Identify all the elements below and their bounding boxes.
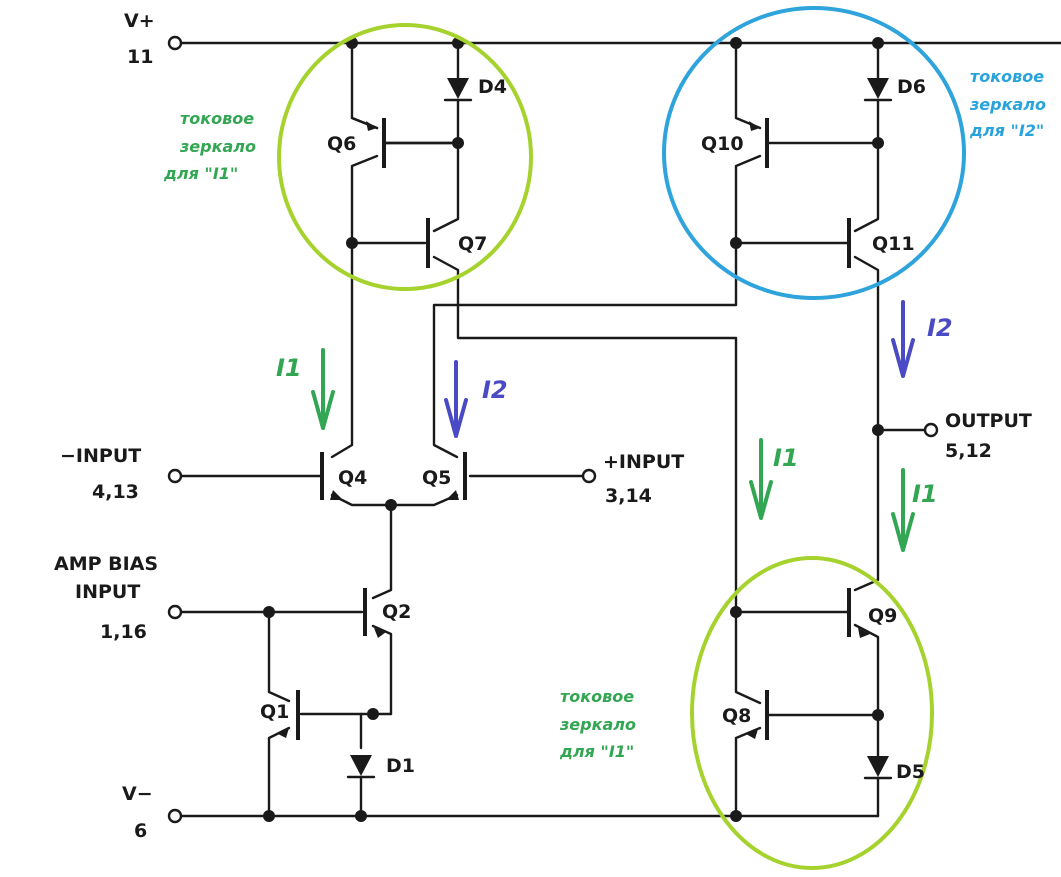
- label-q4: Q4: [338, 467, 367, 489]
- pin-amp-bias-number: 1,16: [100, 621, 147, 643]
- annotation-mirror-q10q11: токовое зеркало для "I2": [969, 67, 1046, 140]
- arrow-i1-q4: [311, 348, 335, 430]
- label-d4: D4: [478, 76, 507, 98]
- mirror-q6q7-outline: [277, 23, 533, 291]
- annotation-mirror-q6q7: токовое зеркало для "I1": [163, 109, 256, 183]
- pin-output-name: OUTPUT: [945, 410, 1032, 432]
- annotation-line: зеркало: [559, 715, 636, 734]
- diode-d5: [863, 756, 893, 780]
- arrow-i1-right: [891, 468, 915, 552]
- annotation-line: токовое: [180, 109, 254, 128]
- annotation-line: для "I1": [559, 742, 634, 761]
- label-q8: Q8: [722, 705, 751, 727]
- pin-minus-input-terminal: [167, 468, 183, 484]
- pin-output-terminal: [923, 422, 939, 438]
- diode-d6: [863, 78, 893, 102]
- transistor-q2: [363, 588, 386, 638]
- pin-amp-bias-line2: INPUT: [75, 581, 140, 603]
- mirror-q8q9-outline: [690, 556, 934, 870]
- current-label-i1-mid: I1: [773, 444, 799, 472]
- label-q10: Q10: [701, 133, 744, 155]
- annotation-line: зеркало: [179, 137, 256, 156]
- pin-vplus-terminal: [167, 35, 183, 51]
- label-q9: Q9: [868, 605, 897, 627]
- current-label-i2-q5: I2: [482, 376, 508, 404]
- pin-plus-input-terminal: [581, 468, 597, 484]
- pin-output-number: 5,12: [945, 440, 992, 462]
- pin-vminus-terminal: [167, 808, 183, 824]
- diode-d4: [443, 78, 473, 102]
- pin-vminus-number: 6: [134, 820, 147, 842]
- pin-vminus-name: V−: [122, 783, 153, 805]
- label-q1: Q1: [260, 701, 289, 723]
- pin-minus-input-name: −INPUT: [60, 445, 141, 467]
- transistor-q6: [350, 116, 460, 168]
- current-label-i2-output: I2: [927, 314, 953, 342]
- transistor-q8: [746, 690, 769, 740]
- transistor-q10: [749, 118, 769, 168]
- annotation-line: для "I2": [969, 121, 1044, 140]
- pin-amp-bias-line1: AMP BIAS: [54, 553, 158, 575]
- label-q2: Q2: [382, 601, 411, 623]
- mirror-q10q11-outline: [662, 6, 966, 300]
- transistor-q5: [446, 452, 467, 500]
- pin-plus-input-name: +INPUT: [603, 451, 684, 473]
- arrow-i2-q5: [444, 360, 468, 438]
- transistor-q4: [320, 452, 343, 500]
- label-q7: Q7: [458, 233, 487, 255]
- pin-plus-input-number: 3,14: [605, 485, 652, 507]
- pin-vplus-name: V+: [124, 10, 155, 32]
- junctions: [263, 37, 884, 822]
- annotation-line: токовое: [970, 67, 1044, 86]
- annotation-line: для "I1": [163, 164, 238, 183]
- label-q11: Q11: [872, 233, 915, 255]
- arrow-i1-mid: [749, 438, 773, 520]
- arrow-i2-output: [891, 300, 915, 378]
- pin-amp-bias-terminal: [167, 604, 183, 620]
- label-q6: Q6: [327, 133, 356, 155]
- label-d5: D5: [896, 761, 925, 783]
- label-q5: Q5: [422, 467, 451, 489]
- annotation-mirror-q8q9: токовое зеркало для "I1": [559, 687, 636, 761]
- current-label-i1-q4: I1: [276, 354, 302, 382]
- annotation-line: зеркало: [969, 95, 1046, 114]
- transistor-q1: [278, 690, 300, 740]
- current-label-i1-right: I1: [912, 480, 938, 508]
- pin-vplus-number: 11: [127, 46, 153, 68]
- pin-minus-input-number: 4,13: [92, 481, 139, 503]
- diode-d1: [346, 755, 376, 779]
- annotation-line: токовое: [560, 687, 634, 706]
- label-d1: D1: [386, 755, 415, 777]
- transistor-q9: [847, 588, 870, 638]
- label-d6: D6: [897, 76, 926, 98]
